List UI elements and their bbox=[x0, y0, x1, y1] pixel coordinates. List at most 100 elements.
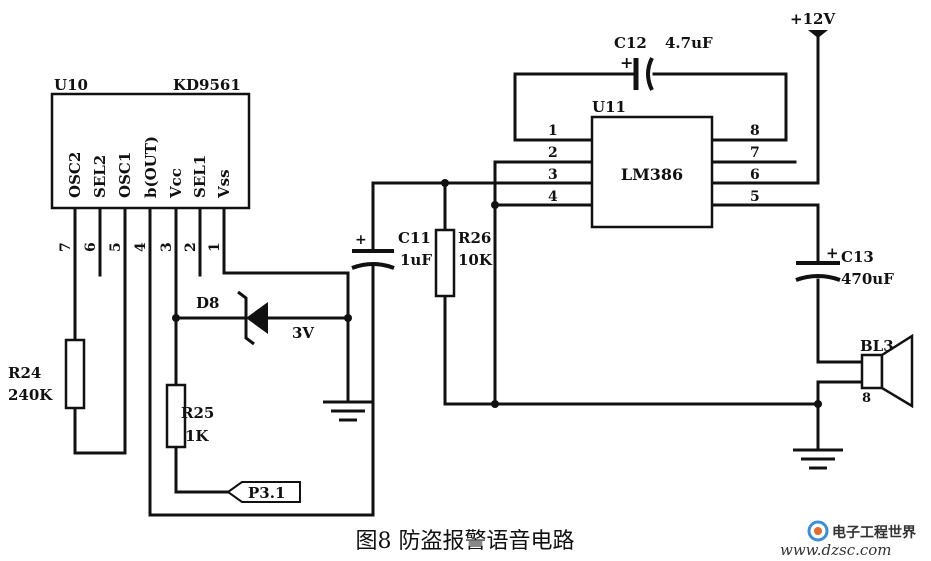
speaker-cone-icon bbox=[880, 333, 914, 409]
r25-ref: R25 bbox=[181, 404, 214, 422]
u11-pin-number: 2 bbox=[548, 145, 558, 161]
capacitor-c11: + C11 1uF bbox=[351, 229, 432, 270]
wire-c13-spk bbox=[816, 278, 864, 364]
junction-dot bbox=[491, 400, 499, 408]
wire-r24-loop bbox=[73, 273, 127, 455]
ic-u11-part: LM386 bbox=[621, 165, 683, 184]
speaker-magnet bbox=[860, 353, 884, 390]
c12-plate-negative bbox=[646, 57, 654, 91]
u11-pin-number: 6 bbox=[750, 167, 760, 183]
junctions bbox=[172, 179, 822, 408]
ic-u10: U10 KD9561 OSC2 SEL2 OSC1 b(OUT) Vcc SEL… bbox=[50, 76, 251, 252]
wire-spk-gnd bbox=[816, 380, 864, 452]
r25-body bbox=[165, 383, 187, 449]
r26-ref: R26 bbox=[458, 229, 491, 247]
capacitor-c12: + C12 4.7uF bbox=[614, 34, 713, 91]
u10-pin-number: 4 bbox=[133, 242, 149, 252]
c13-plate-negative bbox=[795, 274, 841, 282]
bl3-pin: 8 bbox=[862, 391, 871, 406]
zener-bar-icon bbox=[237, 290, 255, 346]
ic-u11: U11 LM386 1 2 3 4 8 7 6 5 bbox=[548, 98, 760, 229]
ic-u11-ref: U11 bbox=[592, 98, 626, 116]
u11-pin-number: 4 bbox=[548, 189, 558, 205]
ground-symbol-right bbox=[793, 448, 843, 470]
u10-pin-name: SEL2 bbox=[91, 155, 109, 198]
r26-body bbox=[434, 228, 456, 298]
c12-value: 4.7uF bbox=[665, 34, 713, 52]
resistor-r25: R25 1K bbox=[165, 383, 214, 449]
c11-value: 1uF bbox=[400, 251, 432, 269]
junction-dot bbox=[441, 179, 449, 187]
c13-ref: C13 bbox=[841, 248, 874, 266]
ground-symbol-left bbox=[323, 400, 373, 422]
speaker-bl3: BL3 8 bbox=[860, 333, 914, 409]
c12-plus-icon: + bbox=[620, 53, 633, 72]
wire-12v-pin6 bbox=[710, 31, 820, 185]
ic-u10-pin-names: OSC2 SEL2 OSC1 b(OUT) Vcc SEL1 Vss bbox=[66, 136, 233, 199]
r24-value: 240K bbox=[8, 386, 53, 404]
wire-c12-left bbox=[513, 72, 636, 142]
u10-pin-number: 2 bbox=[183, 242, 199, 252]
u11-pin-number: 1 bbox=[548, 123, 558, 139]
bl3-ref: BL3 bbox=[860, 337, 894, 355]
wire-gnd-bus bbox=[443, 294, 820, 406]
port-flag-icon bbox=[226, 481, 301, 503]
c13-value: 470uF bbox=[841, 270, 894, 288]
wire-pin2-lm bbox=[493, 160, 594, 406]
c11-plus-icon: + bbox=[355, 232, 367, 248]
supply-label: +12V bbox=[790, 10, 835, 28]
junction-dot bbox=[172, 314, 180, 322]
wire-pin5-c13 bbox=[710, 203, 820, 264]
d8-value: 3V bbox=[292, 324, 314, 342]
u11-pin-number: 7 bbox=[750, 145, 760, 161]
u10-pin-name: OSC2 bbox=[66, 152, 84, 198]
junction-dot bbox=[491, 201, 499, 209]
ic-u10-body bbox=[50, 92, 251, 210]
r24-ref: R24 bbox=[8, 364, 41, 382]
ic-u10-ref: U10 bbox=[54, 76, 88, 94]
r25-value: 1K bbox=[185, 427, 209, 445]
r24-body bbox=[64, 338, 86, 410]
wires bbox=[73, 31, 864, 517]
wire-c11-pin3 bbox=[371, 181, 594, 253]
watermark-logo-text: 电子工程世界 bbox=[832, 524, 917, 541]
junction-dot bbox=[344, 314, 352, 322]
watermark: 电子工程世界 www.dzsc.com bbox=[780, 520, 917, 559]
u10-pin-name: OSC1 bbox=[116, 152, 134, 198]
u10-pin-name: b(OUT) bbox=[142, 136, 160, 198]
u10-pin-number: 7 bbox=[58, 242, 74, 252]
r26-value: 10K bbox=[458, 251, 493, 269]
resistor-r26: R26 10K bbox=[434, 228, 493, 298]
c11-plate-negative bbox=[351, 262, 395, 270]
watermark-logo-icon bbox=[807, 520, 829, 542]
ic-u10-pin-numbers: 7 6 5 4 3 2 1 bbox=[58, 242, 223, 252]
watermark-url: www.dzsc.com bbox=[780, 541, 892, 559]
supply-12v: +12V bbox=[790, 10, 835, 38]
resistor-r24: R24 240K bbox=[8, 338, 86, 410]
capacitor-c13: + C13 470uF bbox=[795, 244, 894, 288]
u10-pin-number: 3 bbox=[159, 242, 175, 252]
d8-ref: D8 bbox=[196, 294, 219, 312]
ic-u11-body bbox=[590, 115, 714, 229]
wire-r25-p31 bbox=[174, 445, 230, 494]
c12-ref: C12 bbox=[614, 34, 647, 52]
port-p31: P3.1 bbox=[226, 481, 301, 503]
wire-c12-right bbox=[652, 72, 788, 142]
u10-pin-number: 5 bbox=[108, 242, 124, 252]
figure-caption: 图8 防盗报警语音电路 bbox=[356, 529, 575, 554]
wire-pin1-gnd bbox=[222, 206, 350, 404]
supply-arrow-icon bbox=[808, 30, 828, 38]
u11-pin-number: 3 bbox=[548, 167, 558, 183]
u10-pin-number: 1 bbox=[207, 242, 223, 252]
zener-d8: D8 3V bbox=[196, 290, 314, 346]
wire-out-c11 bbox=[148, 263, 375, 517]
port-label: P3.1 bbox=[248, 484, 285, 502]
zener-triangle-icon bbox=[246, 302, 268, 334]
c13-plus-icon: + bbox=[826, 244, 839, 262]
u10-pin-number: 6 bbox=[83, 242, 99, 252]
u10-pin-name: SEL1 bbox=[191, 155, 209, 198]
c11-ref: C11 bbox=[398, 229, 431, 247]
u11-pin-number: 8 bbox=[750, 123, 760, 139]
